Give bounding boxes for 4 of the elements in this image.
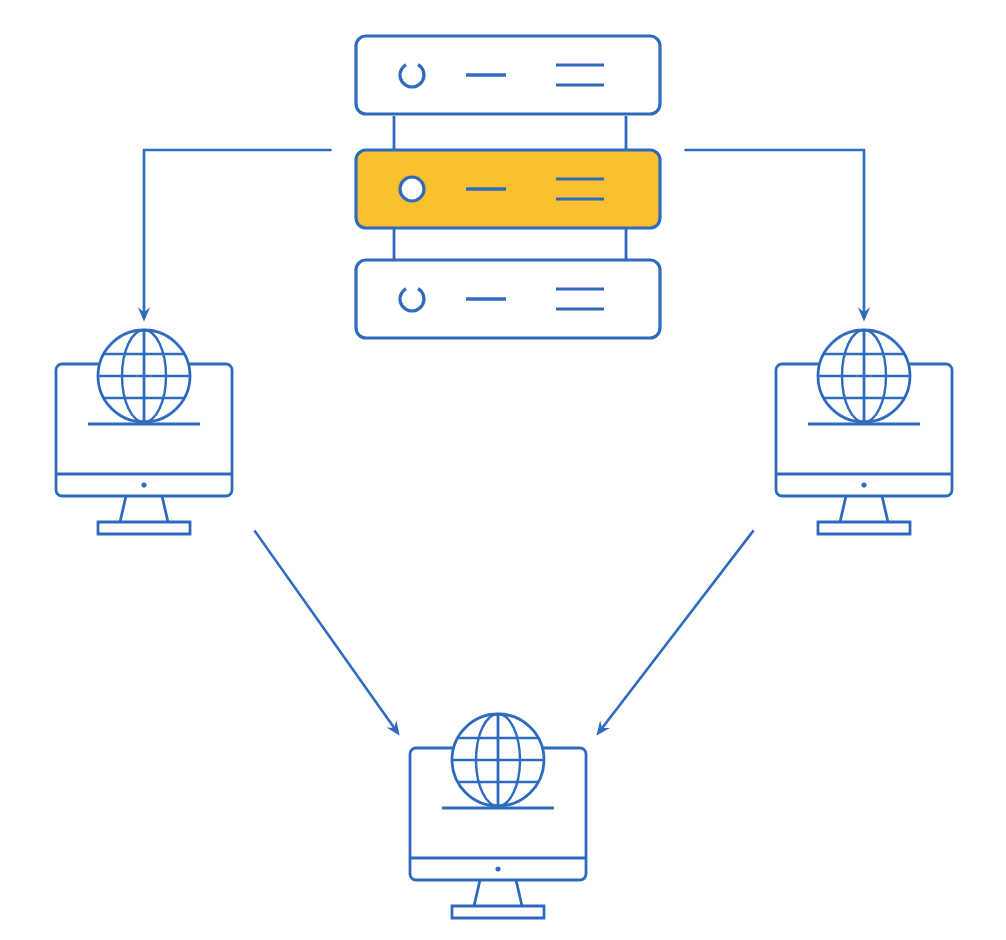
computer-drawing <box>54 328 234 536</box>
server-drawing <box>354 34 662 340</box>
computer-drawing <box>408 712 588 920</box>
computer-drawing <box>774 328 954 536</box>
